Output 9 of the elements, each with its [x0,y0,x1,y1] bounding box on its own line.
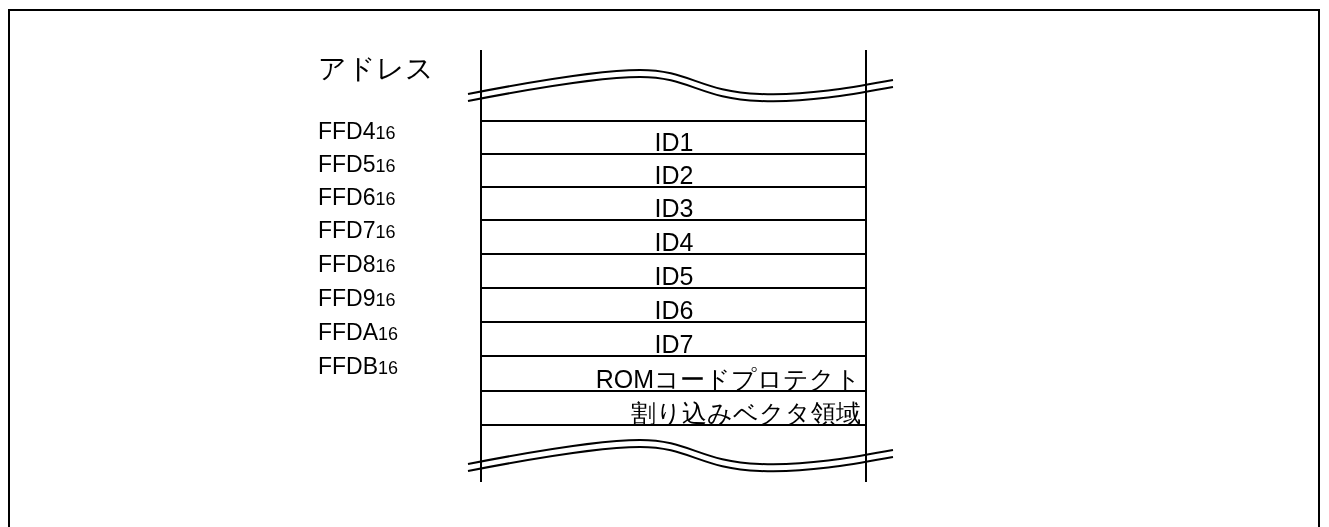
row-label: ID1 [654,130,694,155]
row-label: ID2 [654,163,694,188]
row-label: ID4 [654,230,694,255]
row-label: ID6 [654,298,694,323]
row-label: ID7 [654,332,694,357]
row-label: ID3 [654,196,694,221]
row-label: ROMコードプロテクト [595,367,861,392]
row-label: ID5 [654,264,694,289]
column-heading: アドレス [318,52,434,86]
